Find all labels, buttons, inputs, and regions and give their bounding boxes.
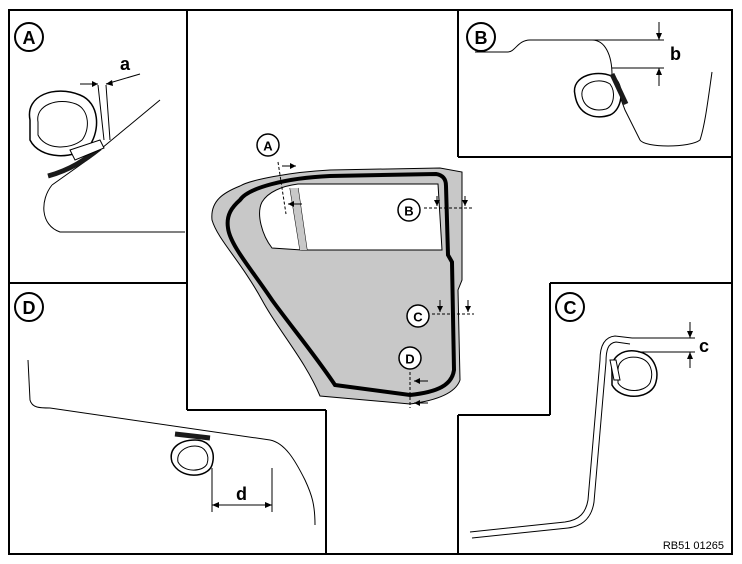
panel-c: C c: [469, 292, 709, 539]
door-callout-d-arrowhead1: [414, 378, 420, 384]
door-callout-b-arrowhead2: [462, 200, 468, 206]
panel-a-dim-arrowhead-left: [92, 81, 98, 87]
door-callout-a: [256, 133, 280, 157]
door-callout-c-label: C: [413, 310, 423, 325]
door-callout-a-arrowhead1: [290, 163, 296, 169]
panel-d-dim-arrowhead-right: [265, 502, 272, 508]
panel-b: B b: [466, 22, 713, 147]
panel-c-badge: [555, 292, 585, 322]
door-illustration: A B C D: [211, 133, 474, 408]
door-callout-a-label: A: [263, 139, 273, 154]
panel-b-seal-contact: [609, 72, 629, 106]
door-callout-c: [406, 304, 430, 328]
panel-a-dim-label: a: [120, 54, 131, 74]
panel-d-sill-line: [27, 359, 316, 526]
panel-d-dim-arrowhead-left: [212, 502, 219, 508]
door-callout-b: [397, 198, 421, 222]
door-window-opening: [259, 183, 443, 251]
panel-c-dim-arrowhead-bottom: [687, 352, 693, 359]
panel-b-badge: [466, 22, 496, 52]
panel-frame: [8, 9, 733, 555]
panel-a-flange: [97, 84, 111, 141]
panel-d-badge: [14, 292, 44, 322]
door-callout-c-arrowhead2: [465, 306, 471, 312]
panel-a-seal-lip: [69, 139, 105, 161]
panel-b-door-line: [611, 71, 713, 147]
door-callout-d: [398, 346, 422, 370]
panel-a-body-line: [43, 184, 185, 233]
panel-b-dim-arrowhead-bottom: [656, 68, 662, 75]
panel-a-seal-inner: [37, 100, 88, 148]
panel-a-badge-label: A: [23, 28, 36, 48]
panel-d-badge-label: D: [23, 298, 36, 318]
panel-d: D d: [14, 292, 316, 526]
door-callout-d-arrowhead2: [414, 400, 420, 406]
door-callout-b-label: B: [404, 204, 413, 219]
panel-a-badge: [14, 22, 44, 52]
door-callout-a-arrowhead2: [288, 201, 294, 207]
door-callout-d-label: D: [405, 352, 414, 367]
panel-c-pillar-outer: [469, 335, 633, 533]
panel-c-seal-inner: [617, 356, 653, 391]
door-callout-c-arrowhead1: [437, 306, 443, 312]
panel-c-badge-label: C: [564, 298, 577, 318]
door-callout-a-section: [277, 161, 287, 215]
panel-a-dim-arrowhead-right: [106, 80, 113, 86]
panel-c-pillar-inner: [471, 341, 631, 539]
panel-c-seal-lip: [609, 359, 621, 381]
panel-b-dim-label: b: [670, 44, 681, 64]
panel-b-seal-inner: [581, 80, 614, 111]
panel-c-dim-arrowhead-top: [687, 331, 693, 338]
panel-b-dim-arrowhead-top: [656, 33, 662, 40]
panel-c-dim-label: c: [699, 336, 709, 356]
panel-d-seal-contact: [174, 431, 211, 441]
panel-b-badge-label: B: [475, 28, 488, 48]
panel-d-dim-label: d: [236, 484, 247, 504]
panel-a: A a: [14, 22, 185, 233]
reference-code: RB51 01265: [663, 540, 724, 552]
door-callout-b-arrowhead1: [434, 200, 440, 206]
panel-b-roof-line: [475, 39, 613, 76]
panel-d-seal-inner: [177, 445, 209, 471]
